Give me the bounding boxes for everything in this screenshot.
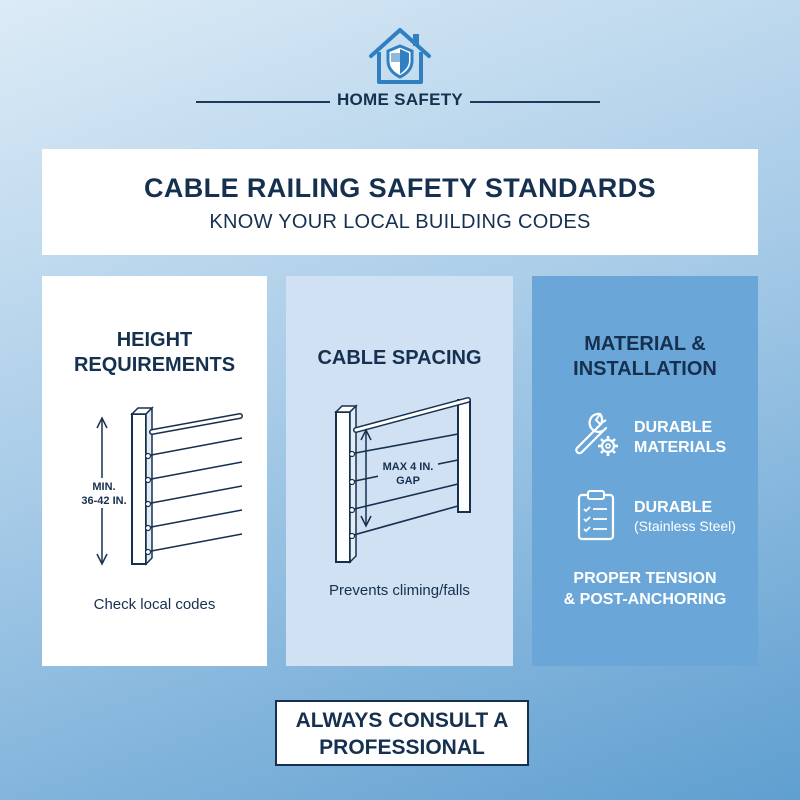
material-title-line2: INSTALLATION [573, 358, 717, 380]
height-caption: Check local codes [93, 596, 216, 613]
material-item1-line2: MATERIALS [634, 439, 727, 456]
brand-divider-right [470, 101, 600, 103]
cable-spacing-card: CABLE SPACING MAX 4 IN. GAP Prevents cli… [286, 276, 513, 666]
material-item2-line2: (Stainless Steel) [634, 518, 736, 534]
consult-professional-callout: ALWAYS CONSULT A PROFESSIONAL [275, 700, 529, 766]
spacing-card-title: CABLE SPACING [317, 347, 482, 369]
clipboard-checklist-icon [577, 490, 615, 541]
spacing-caption: Prevents climing/falls [329, 582, 470, 599]
callout-line2: PROFESSIONAL [319, 736, 485, 759]
page-subtitle: KNOW YOUR LOCAL BUILDING CODES [209, 211, 591, 233]
material-footer-note: PROPER TENSION & POST-ANCHORING [532, 568, 758, 610]
height-card-title: HEIGHT REQUIREMENTS [42, 328, 267, 378]
material-title-line1: MATERIAL & [584, 333, 706, 355]
height-requirements-card: HEIGHT REQUIREMENTS MIN. 36-42 IN. Check… [42, 276, 267, 666]
material-item1-line1: DURABLE [634, 419, 713, 436]
height-title-line1: HEIGHT [116, 329, 193, 351]
height-measure-line1: MIN. [92, 481, 115, 493]
brand-divider-left [196, 101, 330, 103]
house-shield-icon [369, 28, 431, 84]
spacing-measure-line1: MAX 4 IN. [383, 461, 434, 473]
material-item2-line1: DURABLE [634, 499, 713, 516]
height-title-line2: REQUIREMENTS [73, 354, 236, 376]
height-measure-line2: 36-42 IN. [81, 495, 126, 507]
spacing-measure-line2: GAP [396, 475, 420, 487]
wrench-gear-icon [575, 412, 618, 456]
railing-spacing-diagram: MAX 4 IN. GAP [334, 397, 471, 564]
material-card-title: MATERIAL & INSTALLATION [532, 332, 758, 382]
brand-label: HOME SAFETY [336, 90, 464, 109]
page-title: CABLE RAILING SAFETY STANDARDS [143, 173, 656, 203]
material-installation-card: MATERIAL & INSTALLATION DURABLE MATERIAL… [532, 276, 758, 666]
material-footer-line1: PROPER TENSION [573, 570, 717, 587]
material-item-stainless-steel: DURABLE (Stainless Steel) [634, 498, 736, 534]
railing-height-diagram: MIN. 36-42 IN. [81, 406, 243, 566]
material-item-durable-materials: DURABLE MATERIALS [634, 418, 726, 458]
title-banner: CABLE RAILING SAFETY STANDARDS KNOW YOUR… [42, 149, 758, 255]
material-footer-line2: & POST-ANCHORING [563, 591, 727, 608]
callout-line1: ALWAYS CONSULT A [295, 709, 509, 732]
